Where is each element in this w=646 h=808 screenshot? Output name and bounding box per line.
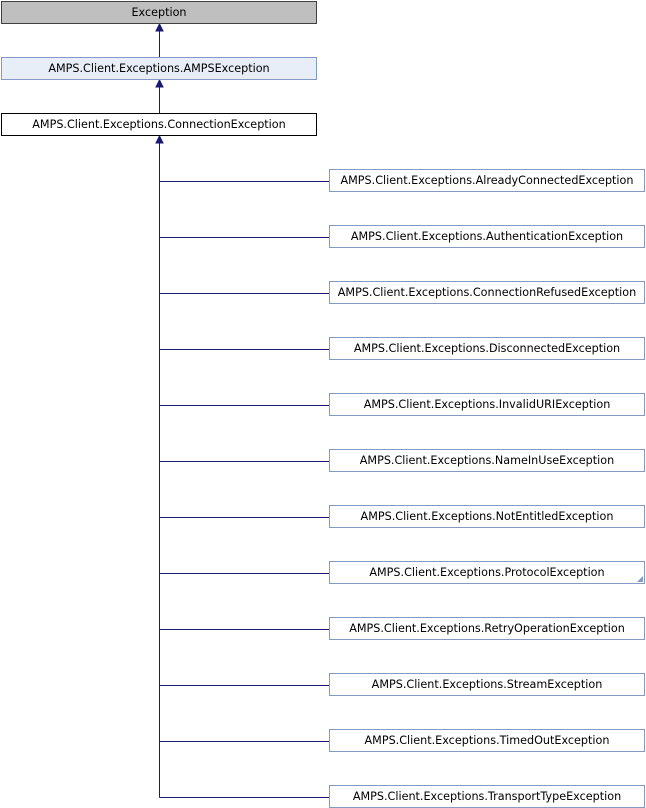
derived-class-label: AMPS.Client.Exceptions.AuthenticationExc… — [350, 230, 624, 243]
derived-class-label: AMPS.Client.Exceptions.TimedOutException — [364, 734, 610, 747]
parent-class-node[interactable]: AMPS.Client.Exceptions.AMPSException — [1, 57, 317, 80]
arrowhead-base — [155, 22, 164, 32]
derived-class-node[interactable]: AMPS.Client.Exceptions.DisconnectedExcep… — [329, 337, 645, 360]
derived-class-node[interactable]: AMPS.Client.Exceptions.NotEntitledExcept… — [329, 505, 645, 528]
derived-class-node[interactable]: AMPS.Client.Exceptions.RetryOperationExc… — [329, 617, 645, 640]
arrowhead-parent — [155, 78, 164, 88]
derived-class-label: AMPS.Client.Exceptions.ConnectionRefused… — [337, 286, 637, 299]
arrowhead-current — [155, 134, 164, 144]
derived-class-label: AMPS.Client.Exceptions.TransportTypeExce… — [352, 790, 622, 803]
derived-class-node[interactable]: AMPS.Client.Exceptions.TransportTypeExce… — [329, 785, 645, 808]
derived-class-label: AMPS.Client.Exceptions.AlreadyConnectedE… — [340, 174, 634, 187]
derived-class-label: AMPS.Client.Exceptions.NotEntitledExcept… — [360, 510, 614, 523]
derived-class-label: AMPS.Client.Exceptions.StreamException — [371, 678, 603, 691]
derived-class-node[interactable]: AMPS.Client.Exceptions.StreamException — [329, 673, 645, 696]
derived-class-label: AMPS.Client.Exceptions.ProtocolException — [369, 566, 605, 579]
derived-class-label: AMPS.Client.Exceptions.RetryOperationExc… — [349, 622, 625, 635]
derived-class-node[interactable]: AMPS.Client.Exceptions.TimedOutException — [329, 729, 645, 752]
base-class-label: Exception — [131, 6, 187, 19]
derived-class-node[interactable]: AMPS.Client.Exceptions.ProtocolException — [329, 561, 645, 584]
derived-class-label: AMPS.Client.Exceptions.InvalidURIExcepti… — [363, 398, 611, 411]
derived-class-label: AMPS.Client.Exceptions.NameInUseExceptio… — [359, 454, 615, 467]
derived-class-node[interactable]: AMPS.Client.Exceptions.ConnectionRefused… — [329, 281, 645, 304]
current-class-node: AMPS.Client.Exceptions.ConnectionExcepti… — [1, 113, 317, 136]
base-class-node[interactable]: Exception — [1, 1, 317, 24]
derived-class-label: AMPS.Client.Exceptions.DisconnectedExcep… — [353, 342, 621, 355]
current-class-label: AMPS.Client.Exceptions.ConnectionExcepti… — [32, 118, 286, 131]
parent-class-label: AMPS.Client.Exceptions.AMPSException — [48, 62, 270, 75]
derived-class-node[interactable]: AMPS.Client.Exceptions.AuthenticationExc… — [329, 225, 645, 248]
derived-class-node[interactable]: AMPS.Client.Exceptions.AlreadyConnectedE… — [329, 169, 645, 192]
derived-class-node[interactable]: AMPS.Client.Exceptions.InvalidURIExcepti… — [329, 393, 645, 416]
derived-class-node[interactable]: AMPS.Client.Exceptions.NameInUseExceptio… — [329, 449, 645, 472]
collapsed-subclasses-icon — [637, 576, 643, 582]
